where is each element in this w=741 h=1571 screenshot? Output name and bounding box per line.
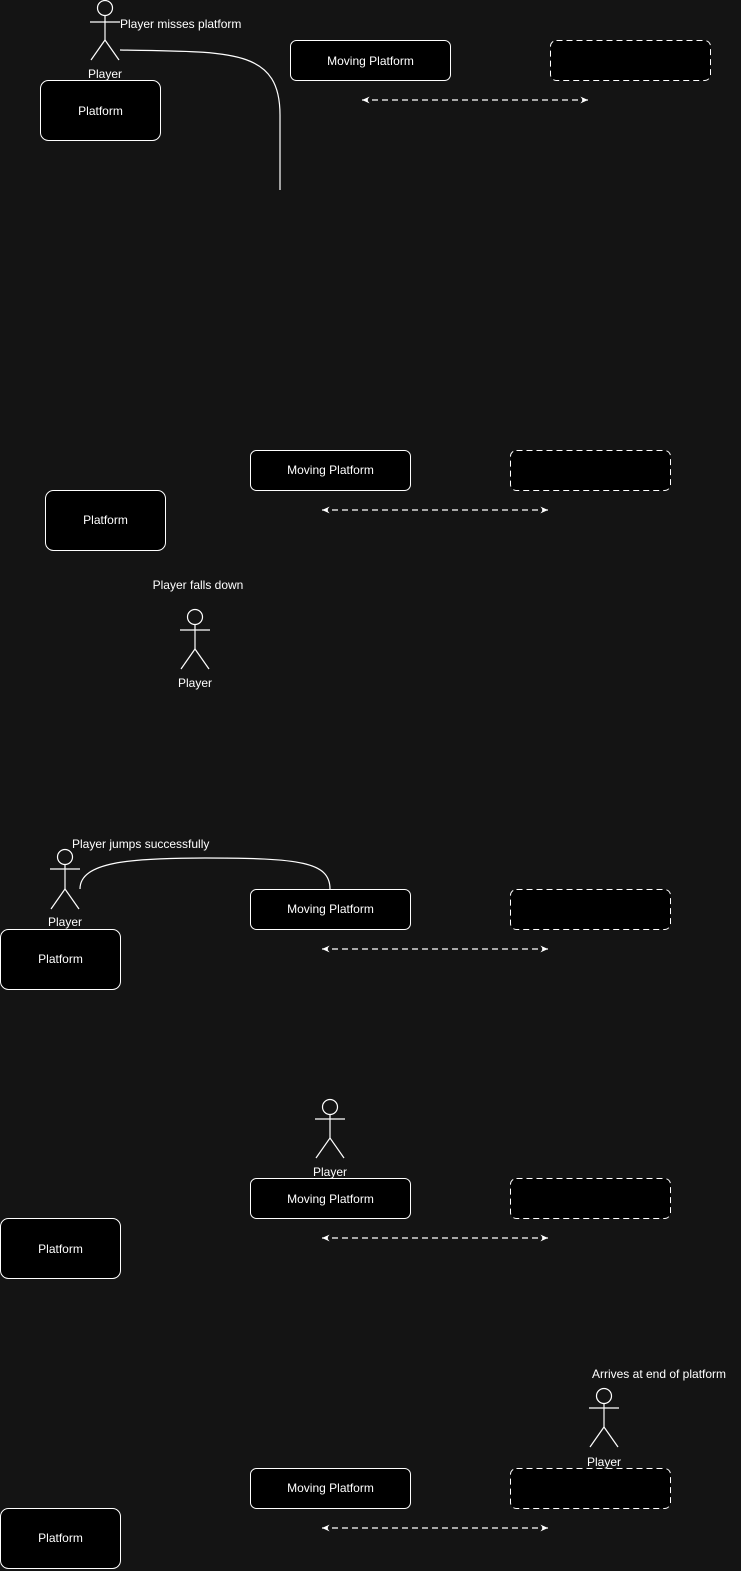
caption-player-misses: Player misses platform [120,17,241,31]
player-actor[interactable] [90,0,120,61]
moving-platform-box[interactable] [250,1468,411,1509]
platform-target-position [510,1178,671,1219]
platform-target-position [510,450,671,491]
player-label: Player [48,915,82,929]
scene-player-misses: Player Player misses platform Platform M… [40,0,711,190]
player-actor[interactable] [315,1098,345,1159]
caption-arrives-at-end: Arrives at end of platform [592,1367,726,1381]
platform-label: Platform [83,513,128,527]
scene-player-jumps: Player jumps successfully Player Moving … [0,837,671,990]
moving-platform-box[interactable] [250,1178,411,1219]
caption-player-falls: Player falls down [153,578,244,592]
platform-box[interactable] [45,490,166,551]
scene-player-falls: Moving Platform Platform Player falls do… [45,450,671,690]
platform-box[interactable] [0,1218,121,1279]
platform-label: Platform [38,1242,83,1256]
moving-platform-box[interactable] [290,40,451,81]
platform-box[interactable] [0,929,121,990]
platform-target-position [550,40,711,81]
jump-trajectory [119,49,281,190]
platform-label: Platform [38,1531,83,1545]
player-label: Player [178,676,212,690]
moving-platform-label: Moving Platform [287,1481,374,1495]
player-actor[interactable] [180,608,210,670]
player-actor[interactable] [589,1387,619,1448]
platform-box[interactable] [0,1508,121,1569]
caption-player-jumps: Player jumps successfully [72,837,209,851]
platform-target-position [510,1468,671,1509]
platform-label: Platform [78,104,123,118]
platform-box[interactable] [40,80,161,141]
jump-trajectory [79,857,331,890]
platform-label: Platform [38,952,83,966]
player-actor[interactable] [50,848,80,910]
moving-platform-label: Moving Platform [287,463,374,477]
moving-platform-box[interactable] [250,450,411,491]
moving-platform-label: Moving Platform [287,1192,374,1206]
scene-player-on-moving-platform: Player Moving Platform Platform [0,1098,671,1279]
player-label: Player [587,1455,621,1469]
player-label: Player [88,67,122,81]
player-label: Player [313,1165,347,1179]
scene-arrives-at-end: Arrives at end of platform Player Moving… [0,1367,726,1569]
platform-target-position [510,889,671,930]
moving-platform-label: Moving Platform [287,902,374,916]
moving-platform-box[interactable] [250,889,411,930]
moving-platform-label: Moving Platform [327,54,414,68]
